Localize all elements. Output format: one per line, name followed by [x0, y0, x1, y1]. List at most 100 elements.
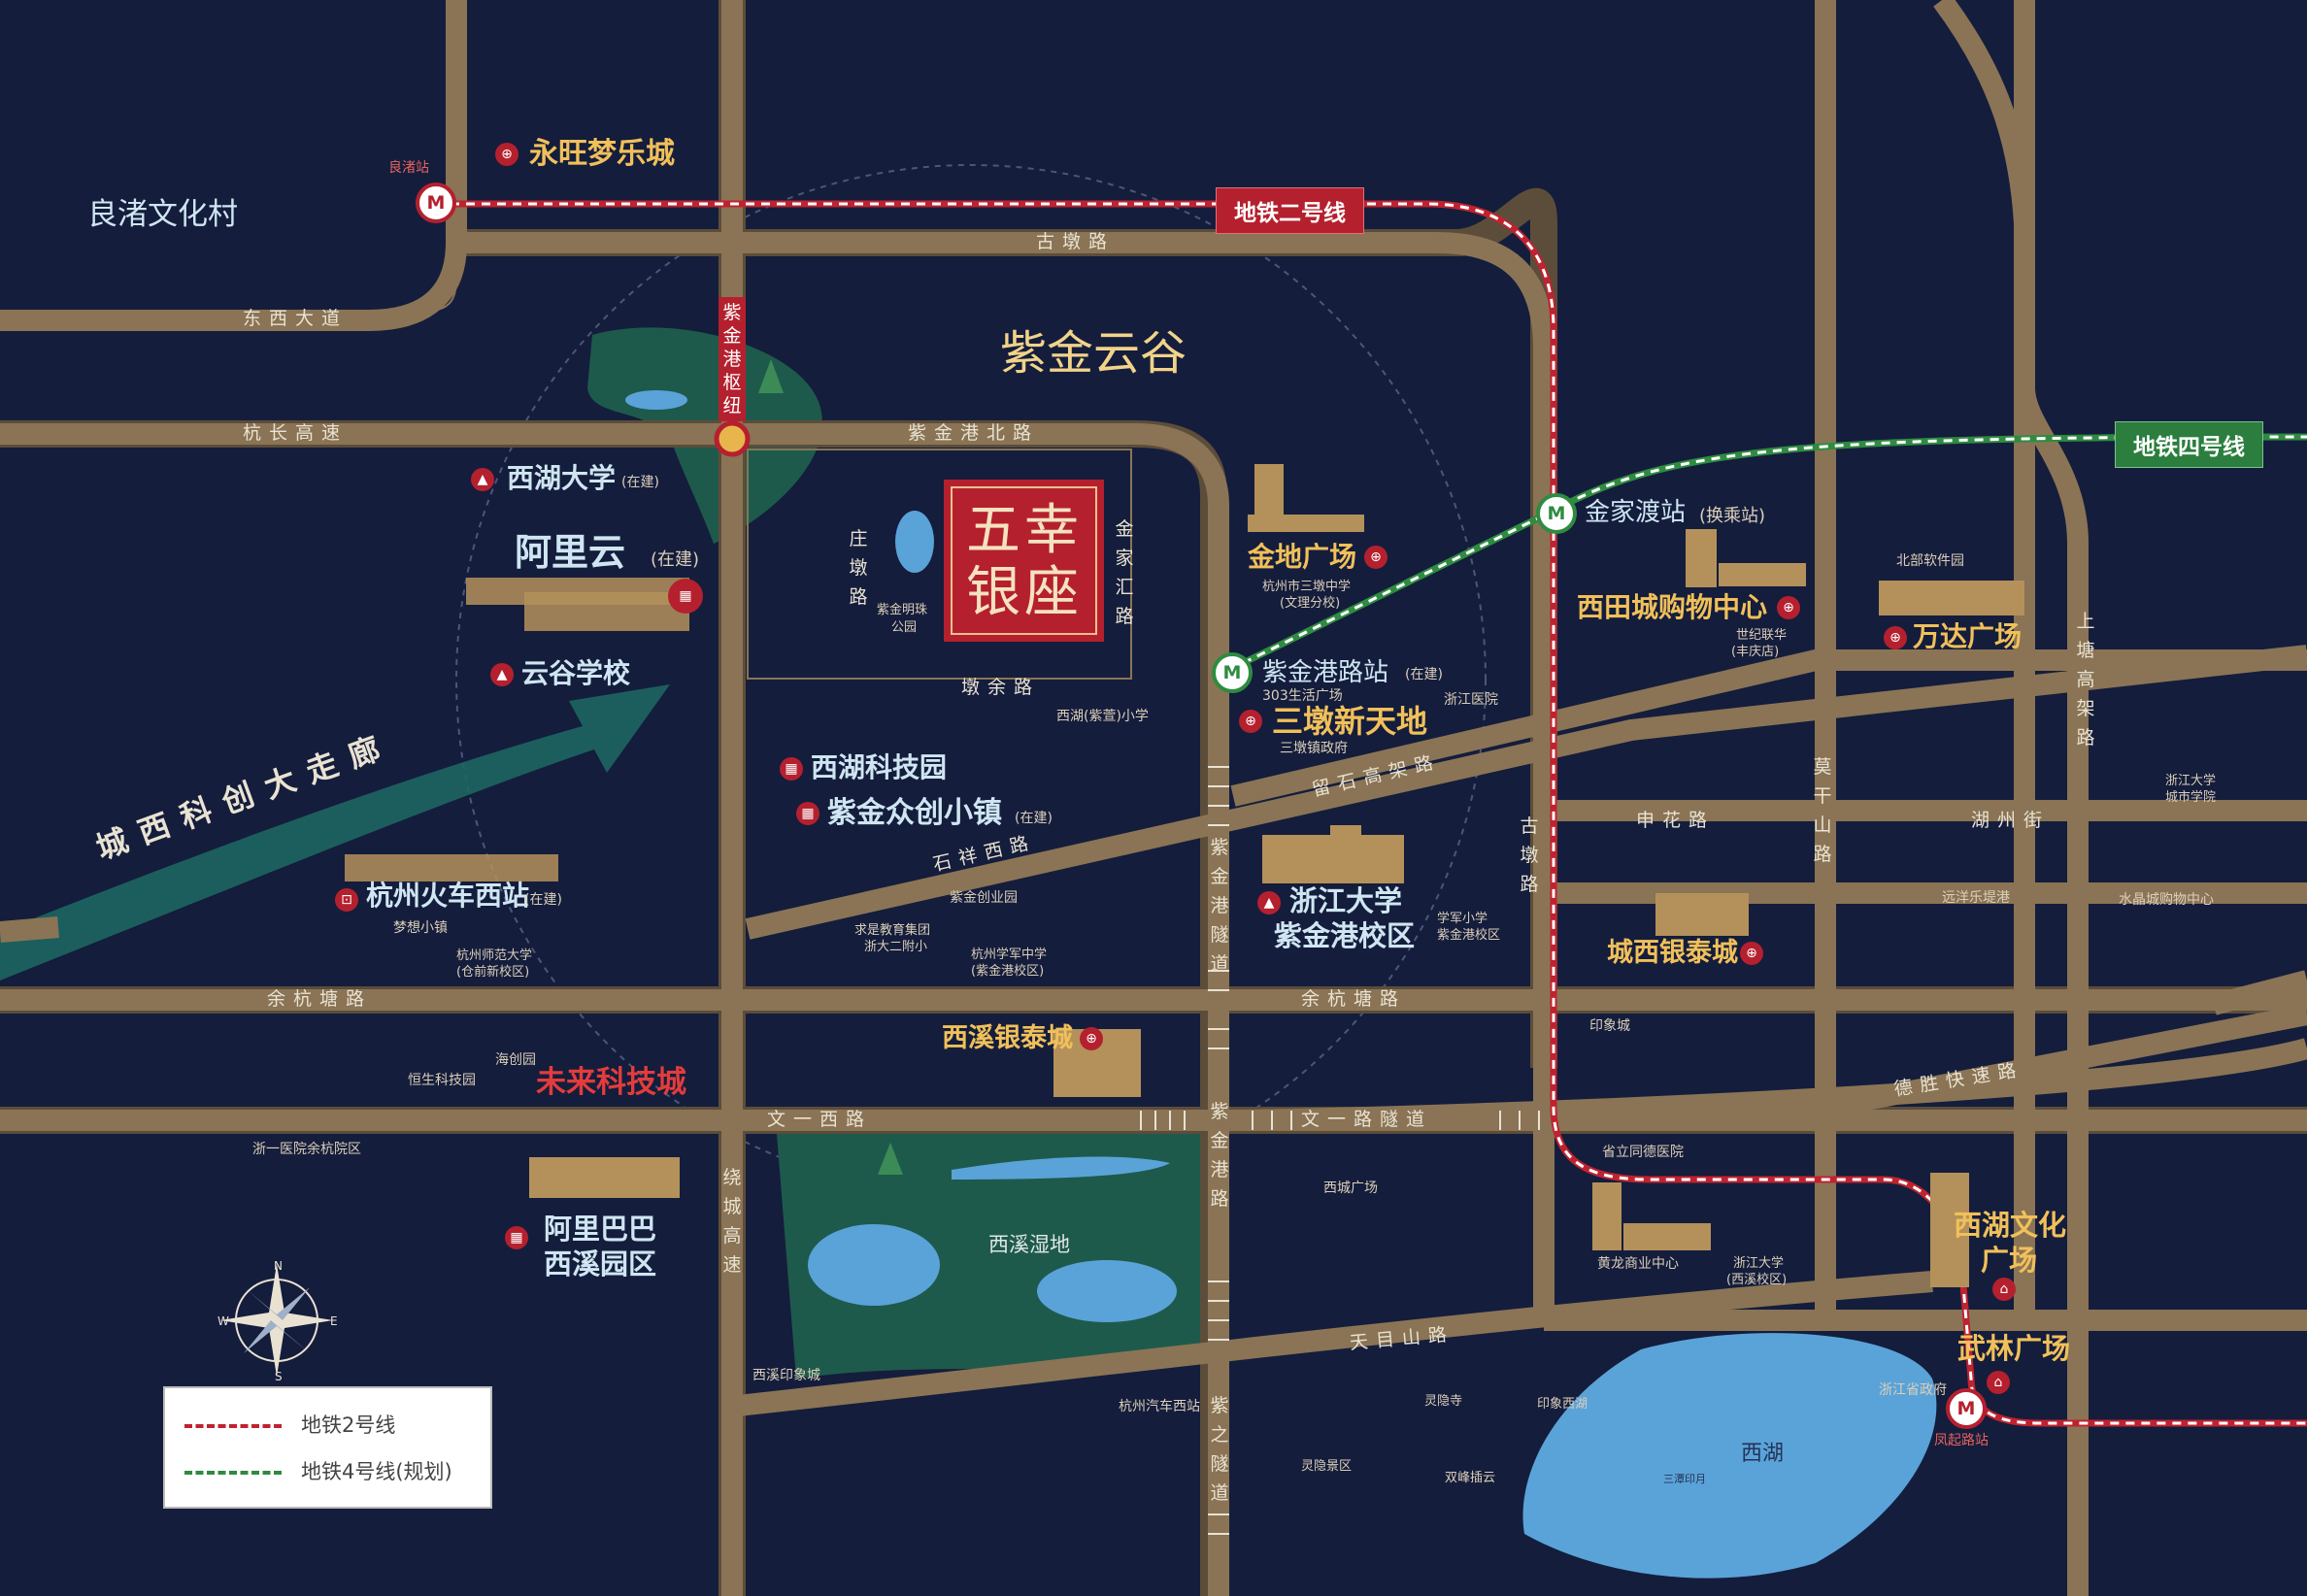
place-jindi: 金地广场 [1248, 541, 1357, 573]
shopping-cart-icon: ⊕ [1777, 596, 1800, 619]
legend-swatch-line2 [184, 1424, 282, 1428]
station-jinjiadu: 金家渡站 [1585, 498, 1687, 527]
place-xuejun-middle-2: (紫金港校区) [971, 964, 1045, 979]
compass-n: N [274, 1259, 283, 1273]
office-icon: ▦ [505, 1226, 528, 1249]
place-province-gov: 浙江省政府 [1879, 1382, 1947, 1398]
office-icon: ▦ [780, 757, 803, 781]
place-chengxi-yintai: 城西银泰城 [1607, 938, 1738, 968]
road-zizhi-tunnel: 紫之隧道 [1210, 1395, 1229, 1504]
place-qiushi-2: 浙大二附小 [864, 940, 928, 954]
office-icon: ▦ [668, 579, 703, 614]
project-box-border [951, 486, 1097, 635]
place-west-lake: 西湖 [1741, 1442, 1785, 1466]
building-icon: ⌂ [1987, 1371, 2010, 1394]
place-zheyi: 浙一医院余杭院区 [252, 1142, 361, 1157]
train-icon: ⊡ [335, 888, 358, 912]
place-yungu-school: 云谷学校 [521, 657, 631, 689]
place-sandun-school: 杭州市三墩中学 [1262, 580, 1352, 594]
zijin-pond [895, 511, 934, 573]
shopping-cart-icon: ⊕ [495, 143, 518, 166]
station-liangzhu: 良渚站 [388, 160, 429, 176]
legend-swatch-line4 [184, 1471, 282, 1475]
place-beibu: 北部软件园 [1896, 553, 1964, 569]
place-zijin-pearl-2: 公园 [891, 620, 918, 635]
road-jinjiahui: 金家汇路 [1115, 518, 1134, 627]
place-liangzhu-village: 良渚文化村 [87, 197, 238, 232]
road-raocheng: 绕城高速 [722, 1167, 742, 1276]
road-shangtang: 上塘高架路 [2076, 611, 2095, 748]
place-lingyin: 灵隐寺 [1424, 1394, 1463, 1409]
place-hznu-note: (仓前新校区) [456, 965, 530, 980]
road-zijingang-tunnel: 紫金港隧道 [1210, 837, 1229, 975]
road-yuhangtang: 余杭塘路 [267, 988, 373, 1010]
place-zijin-pearl: 紫金明珠 [877, 603, 928, 617]
compass-w: W [217, 1314, 229, 1328]
place-aliyun: 阿里云 [515, 531, 626, 574]
place-haichuang: 海创园 [495, 1052, 536, 1068]
metro-line4-tag: 地铁四号线 [2115, 421, 2263, 468]
road-husjie: 湖州街 [1971, 810, 2051, 831]
road-zijingang-north: 紫金港北路 [908, 422, 1040, 444]
shopping-cart-icon: ⊕ [1364, 546, 1388, 569]
place-zj-hospital: 浙江医院 [1444, 692, 1498, 708]
place-tongde: 省立同德医院 [1602, 1145, 1684, 1160]
place-xihu-culture-2: 广场 [1981, 1244, 2038, 1277]
metro-station-icon: M [1536, 493, 1577, 534]
place-yinxiang-xihu: 印象西湖 [1537, 1397, 1588, 1412]
road-yuhangtang-2: 余杭塘路 [1301, 988, 1407, 1010]
place-hangzhou-west: 杭州火车西站 [366, 880, 530, 912]
shopping-cart-icon: ⊕ [1740, 942, 1763, 965]
place-xicheng-plaza: 西城广场 [1323, 1180, 1378, 1196]
station-jinjiadu-note: (换乘站) [1699, 506, 1766, 526]
road-shenhua: 申花路 [1636, 810, 1716, 831]
legend-label-line4: 地铁4号线(规划) [301, 1460, 452, 1483]
place-santan: 三潭印月 [1663, 1473, 1706, 1485]
place-shuijing: 水晶城购物中心 [2119, 892, 2214, 908]
metro-line4-dash [1228, 435, 2307, 672]
place-xixi-yintai: 西溪银泰城 [942, 1023, 1073, 1053]
place-xuejun-primary-2: 紫金港校区 [1437, 928, 1501, 943]
station-zijingang: 紫金港路站 [1262, 658, 1389, 687]
west-lake-water [1522, 1333, 1937, 1579]
place-zust-2: 城市学院 [2165, 790, 2217, 805]
road-gudun-v: 古墩路 [1520, 815, 1539, 895]
road-mogan: 莫干山路 [1813, 756, 1832, 865]
project-box-fill [944, 480, 1104, 642]
legend-row-line2: 地铁2号线 [184, 1410, 395, 1439]
place-shuangfeng: 双峰插云 [1445, 1471, 1496, 1485]
school-icon: ▲ [490, 663, 514, 686]
hub-marker [714, 420, 751, 457]
place-sandun-gov: 三墩镇政府 [1280, 741, 1348, 756]
school-icon: ▲ [471, 468, 494, 491]
place-xixi-yinxiang: 西溪印象城 [752, 1368, 820, 1383]
place-xihu-primary: 西湖(紫萱)小学 [1056, 709, 1149, 724]
place-qiushi: 求是教育集团 [854, 923, 931, 938]
place-lingyin-area: 灵隐景区 [1301, 1459, 1353, 1474]
road-gudun: 古墩路 [1036, 231, 1116, 252]
wetland-lake-3 [952, 1156, 1170, 1180]
place-zijin-town: 紫金众创小镇 [827, 796, 1002, 830]
shopping-cart-icon: ⊕ [1884, 626, 1907, 649]
place-wanda: 万达广场 [1913, 620, 2023, 652]
legend-row-line4: 地铁4号线(规划) [184, 1456, 452, 1485]
road-wenyi-west: 文一西路 [767, 1109, 873, 1130]
place-future-city: 未来科技城 [536, 1065, 686, 1100]
station-zijingang-note: (在建) [1405, 667, 1443, 682]
building-icon: ⌂ [1992, 1278, 2016, 1301]
project-name: 五幸银座 [966, 499, 1083, 624]
place-alibaba: 阿里巴巴 [544, 1213, 657, 1246]
place-xihu-uni: 西湖大学 [507, 462, 617, 494]
place-zju-xixi-2: (西溪校区) [1726, 1273, 1788, 1287]
office-icon: ▦ [796, 802, 819, 825]
tunnel-marks [1140, 766, 1540, 1535]
place-sandun-school-note: (文理分校) [1280, 596, 1341, 611]
compass-rose [220, 1264, 333, 1377]
place-yuanyang: 远洋乐堤港 [1942, 890, 2010, 906]
shopping-cart-icon: ⊕ [1239, 710, 1262, 733]
place-zust: 浙江大学 [2165, 774, 2217, 788]
corridor-arrow [0, 684, 670, 981]
hub-pond [625, 390, 687, 410]
place-xixi-wetland: 西溪湿地 [988, 1233, 1070, 1256]
